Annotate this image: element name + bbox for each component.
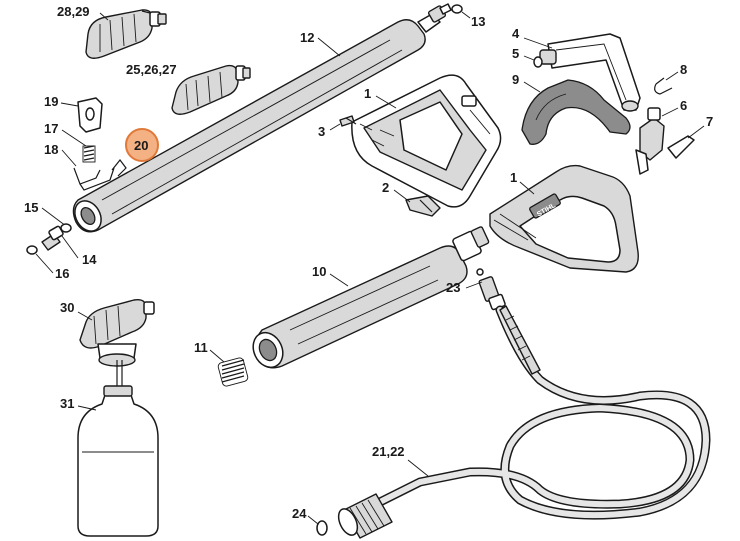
- part-9-trigger: [521, 79, 631, 145]
- leader-3: [329, 123, 341, 131]
- part-3-screw: [339, 115, 357, 127]
- label-3: 3: [318, 124, 325, 139]
- label-28-29: 28,29: [57, 4, 90, 19]
- leader-1-upper: [375, 95, 397, 109]
- leader-16: [35, 253, 54, 274]
- leader-12: [317, 37, 341, 57]
- part-13-o-ring: [451, 4, 463, 14]
- leader-2: [393, 189, 411, 203]
- leader-28-29: [99, 12, 109, 21]
- part-28-29-nozzle: [85, 9, 167, 59]
- part-8-hook: [654, 77, 673, 95]
- label-12: 12: [300, 30, 314, 45]
- label-8: 8: [680, 62, 687, 77]
- label-2: 2: [382, 180, 389, 195]
- part-16-o-ring: [26, 245, 38, 255]
- part-15-nipple: [41, 225, 64, 251]
- part-25-27-nozzle: [171, 64, 251, 115]
- leader-10: [329, 273, 349, 287]
- label-16: 16: [55, 266, 69, 281]
- part-6-valve: [635, 107, 665, 175]
- part-23-hose-end: [476, 268, 506, 311]
- leader-15: [41, 207, 67, 227]
- label-25-27: 25,26,27: [126, 62, 177, 77]
- leader-4: [523, 37, 553, 49]
- label-31: 31: [60, 396, 74, 411]
- label-18: 18: [44, 142, 58, 157]
- label-10: 10: [312, 264, 326, 279]
- leader-1-lower: [519, 181, 535, 195]
- leader-24: [307, 515, 319, 525]
- part-31-bottle: [77, 385, 159, 537]
- part-1-grip-shell: STIHL: [489, 164, 639, 273]
- part-12-lance: [72, 3, 452, 233]
- label-9: 9: [512, 72, 519, 87]
- leader-31: [77, 405, 97, 411]
- leader-11: [209, 349, 225, 363]
- leader-19: [60, 102, 79, 107]
- label-24: 24: [292, 506, 307, 521]
- label-4: 4: [512, 26, 520, 41]
- label-15: 15: [24, 200, 38, 215]
- label-19: 19: [44, 94, 58, 109]
- leader-21-22: [407, 459, 429, 477]
- label-17: 17: [44, 121, 58, 136]
- leader-23: [465, 281, 483, 289]
- label-14: 14: [82, 252, 97, 267]
- label-23: 23: [446, 280, 460, 295]
- part-5-connector: [533, 49, 557, 68]
- label-20: 20: [134, 138, 148, 153]
- label-1-upper: 1: [364, 86, 371, 101]
- part-hose-nut: [337, 493, 393, 539]
- part-19-clip-plate: [77, 97, 103, 133]
- label-1-lower: 1: [510, 170, 517, 185]
- leader-14: [61, 235, 79, 259]
- label-11: 11: [194, 340, 208, 355]
- leader-9: [523, 81, 541, 93]
- part-18-wire-clip: [73, 167, 115, 191]
- part-11-spring: [217, 357, 249, 387]
- part-20-highlight: 20: [111, 128, 159, 177]
- leader-6: [661, 107, 679, 117]
- leader-5: [523, 55, 535, 61]
- part-2-trigger-lock: [405, 195, 441, 217]
- part-10-tube: [252, 226, 490, 369]
- part-17-spring: [82, 145, 96, 163]
- label-7: 7: [706, 114, 713, 129]
- part-4-bracket: [547, 33, 641, 112]
- label-13: 13: [471, 14, 485, 29]
- leader-8: [665, 71, 679, 81]
- label-6: 6: [680, 98, 687, 113]
- part-14-o-ring: [60, 223, 72, 233]
- label-30: 30: [60, 300, 74, 315]
- part-30-foam-nozzle: [79, 298, 155, 390]
- part-21-22-hose: [375, 305, 711, 520]
- leader-17: [61, 129, 87, 147]
- leader-30: [77, 311, 93, 321]
- label-21-22: 21,22: [372, 444, 405, 459]
- part-1-upper-housing: [351, 74, 502, 208]
- leader-7: [687, 125, 705, 139]
- leader-13: [461, 11, 471, 19]
- leader-18: [61, 149, 77, 167]
- label-5: 5: [512, 46, 519, 61]
- part-7-clip: [667, 135, 695, 159]
- part-24-o-ring: [316, 520, 328, 536]
